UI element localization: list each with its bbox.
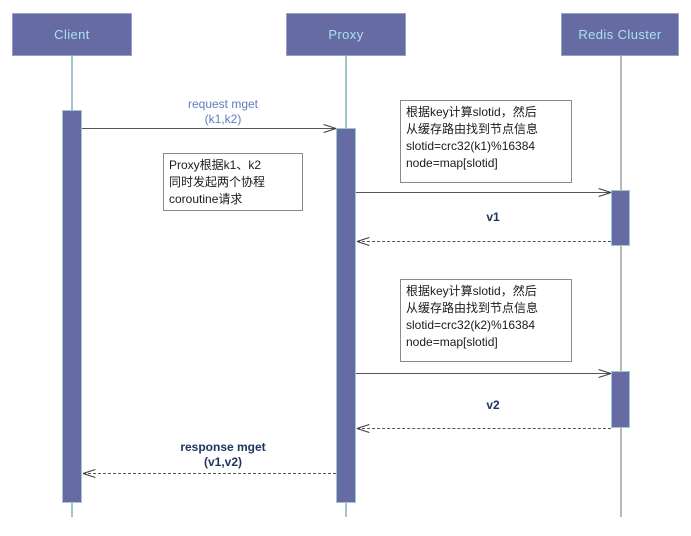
message-label-v1: v1 [418, 210, 568, 225]
message-label-request-mget: request mget (k1,k2) [128, 97, 318, 127]
note-slot-k2-line1: 根据key计算slotid，然后 [406, 284, 537, 298]
note-slot-computation-k1: 根据key计算slotid，然后 从缓存路由找到节点信息 slotid=crc3… [400, 100, 572, 183]
message-arrow-response-mget [83, 473, 336, 474]
participant-client[interactable]: Client [12, 13, 132, 56]
note-slot-computation-k2: 根据key计算slotid，然后 从缓存路由找到节点信息 slotid=crc3… [400, 279, 572, 362]
note-proxy-coroutine: Proxy根据k1、k2 同时发起两个协程 coroutine请求 [163, 153, 303, 211]
message-arrow-redis-to-proxy-v1 [357, 241, 611, 242]
message-label-response-mget-line2: (v1,v2) [203, 455, 243, 469]
message-arrow-proxy-to-redis-k1 [356, 192, 610, 193]
message-label-v2: v2 [418, 398, 568, 413]
participant-client-label: Client [54, 27, 90, 42]
note-slot-k2-line2: 从缓存路由找到节点信息 [406, 301, 539, 315]
message-label-request-mget-line1: request mget [187, 97, 259, 111]
lifeline-redis [620, 55, 622, 517]
message-label-response-mget-line1: response mget [180, 440, 266, 454]
message-label-response-mget: response mget (v1,v2) [128, 440, 318, 470]
participant-redis-cluster-label: Redis Cluster [578, 27, 662, 42]
note-slot-k1-line3: slotid=crc32(k1)%16384 [406, 139, 536, 153]
activation-bar-proxy [336, 128, 356, 503]
note-proxy-coroutine-line3: coroutine请求 [169, 192, 243, 206]
message-arrow-redis-to-proxy-v2 [357, 428, 611, 429]
message-label-v2-text: v2 [486, 398, 500, 412]
participant-proxy[interactable]: Proxy [286, 13, 406, 56]
activation-bar-redis-second [611, 371, 630, 428]
note-proxy-coroutine-line2: 同时发起两个协程 [169, 175, 266, 189]
participant-redis-cluster[interactable]: Redis Cluster [561, 13, 679, 56]
note-slot-k1-line2: 从缓存路由找到节点信息 [406, 122, 539, 136]
message-label-request-mget-line2: (k1,k2) [204, 112, 242, 126]
note-slot-k2-line3: slotid=crc32(k2)%16384 [406, 318, 536, 332]
message-arrow-proxy-to-redis-k2 [356, 373, 610, 374]
note-slot-k2-line4: node=map[slotid] [406, 335, 498, 349]
activation-bar-redis-first [611, 190, 630, 246]
participant-proxy-label: Proxy [328, 27, 364, 42]
activation-bar-client [62, 110, 82, 503]
note-proxy-coroutine-line1: Proxy根据k1、k2 [169, 158, 262, 172]
note-slot-k1-line4: node=map[slotid] [406, 156, 498, 170]
note-slot-k1-line1: 根据key计算slotid，然后 [406, 105, 537, 119]
message-label-v1-text: v1 [486, 210, 500, 224]
message-arrow-request-mget [82, 128, 335, 129]
